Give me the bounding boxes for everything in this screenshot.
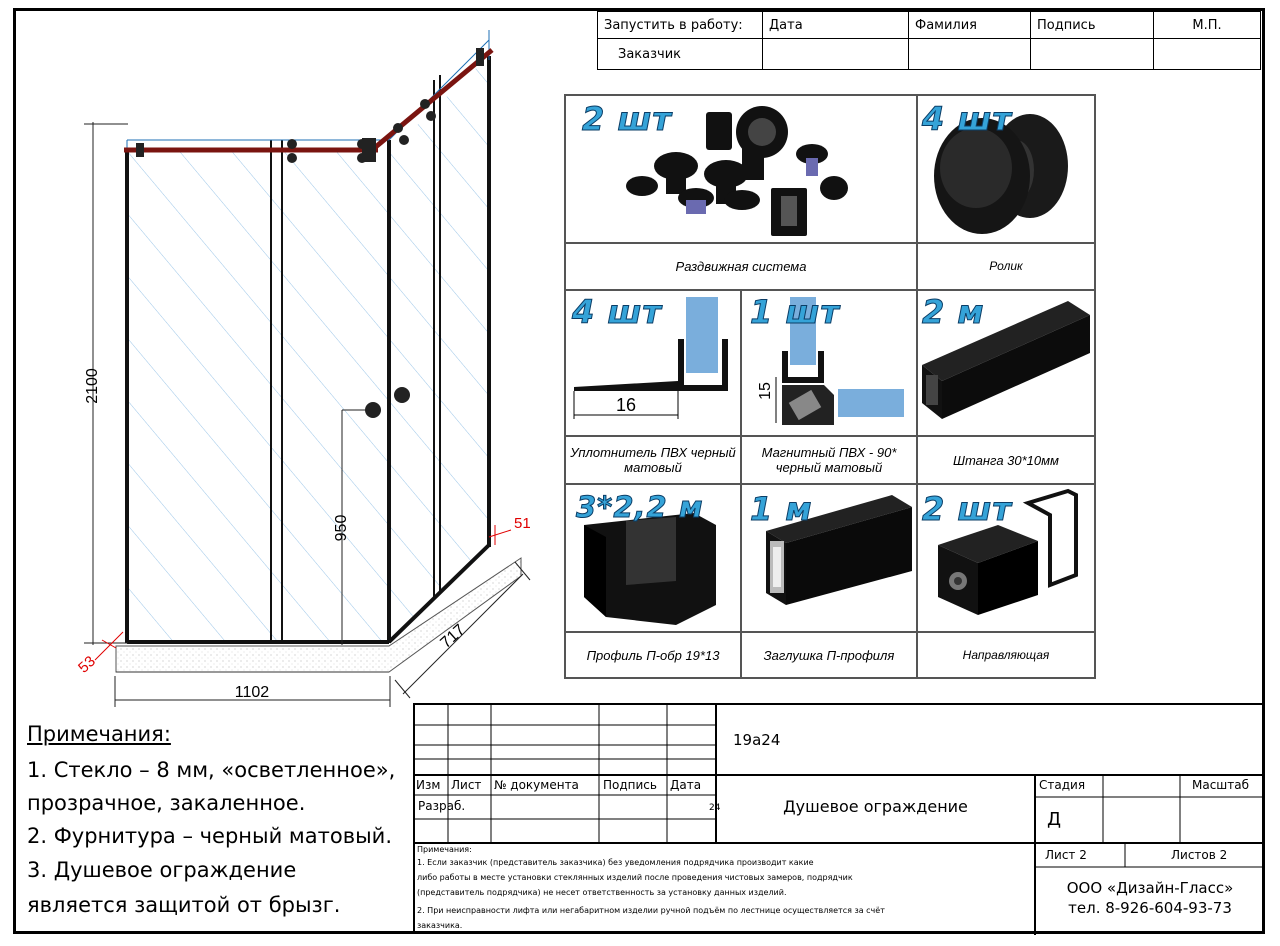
handle-height-dimension: 950 <box>333 515 350 542</box>
part-8-caption: Направляющая <box>918 633 1094 677</box>
signature-table: Запустить в работу: Дата Фамилия Подпись… <box>597 11 1261 70</box>
col-izm: Изм <box>416 778 441 792</box>
front-glass-panel <box>127 152 389 642</box>
scale-label: Масштаб <box>1192 778 1250 792</box>
customer-label: Заказчик <box>597 38 763 70</box>
part-sliding-system-image <box>566 96 916 242</box>
part-6-quantity: 3*2,2 м <box>576 490 704 525</box>
remark-line-4: 2. При неисправности лифта или негабарит… <box>417 906 885 915</box>
signature-header: Подпись <box>1030 11 1154 39</box>
remark-line-1: 1. Если заказчик (представитель заказчик… <box>417 858 814 867</box>
col-date: Дата <box>670 778 702 792</box>
title-block: 19а24 Изм Лист № документа Подпись Дата … <box>413 703 1265 935</box>
part-roller-image <box>918 96 1094 242</box>
part-1-quantity: 2 шт <box>582 100 672 139</box>
height-dimension: 2100 <box>84 368 101 404</box>
part-2-quantity: 4 шт <box>922 100 1012 139</box>
part-4-quantity: 1 шт <box>750 293 840 332</box>
part-u-profile-image <box>566 485 740 631</box>
launch-label: Запустить в работу: <box>597 11 763 39</box>
width-dimension: 1102 <box>235 684 270 701</box>
customer-date-cell <box>762 38 909 70</box>
part-bar-image <box>918 291 1094 435</box>
notes-heading: Примечания: <box>27 722 171 746</box>
front-handle <box>365 402 381 418</box>
customer-stamp-cell <box>1153 38 1261 70</box>
razrab-label: Разраб. <box>418 799 466 813</box>
drawing-sheet <box>13 8 1265 934</box>
notes-line-3: 2. Фурнитура – черный матовый. <box>27 824 392 848</box>
part-7-caption: Заглушка П-профиля <box>742 633 916 677</box>
part-3-caption: Уплотнитель ПВХ черный матовый <box>566 437 740 483</box>
shower-drawing: 2100 950 1102 717 53 51 <box>75 30 531 707</box>
stage-value: Д <box>1047 809 1062 830</box>
remark-line-5: заказчика. <box>417 921 463 930</box>
part-3-quantity: 4 шт <box>572 293 662 332</box>
drawing-title: Душевое ограждение <box>783 797 968 816</box>
part-5-caption: Штанга 30*10мм <box>918 437 1094 483</box>
part-1-caption: Раздвижная система <box>566 244 916 289</box>
part-seal-image: 16 <box>566 291 740 435</box>
stage-label: Стадия <box>1039 778 1086 792</box>
remark-line-3: (представитель подрядчика) не несет отве… <box>417 888 787 897</box>
date-header: Дата <box>762 11 909 39</box>
notes-line-1: 1. Стекло – 8 мм, «осветленное», <box>27 758 396 782</box>
part-6-caption: Профиль П-обр 19*13 <box>566 633 740 677</box>
remarks-heading: Примечания: <box>417 845 472 854</box>
surname-header: Фамилия <box>908 11 1031 39</box>
notes-line-5: является защитой от брызг. <box>27 893 341 917</box>
col-sign: Подпись <box>603 778 657 792</box>
part-5-quantity: 2 м <box>922 293 985 332</box>
company-phone: тел. 8-926-604-93-73 <box>1068 899 1232 917</box>
tray-dimension-right: 51 <box>514 515 531 532</box>
col-doc: № документа <box>494 778 579 792</box>
customer-signature-cell <box>1030 38 1154 70</box>
part-end-cap-image <box>742 485 916 631</box>
doc-code: 19а24 <box>733 731 781 749</box>
remark-line-2: либо работы в месте установки стеклянных… <box>417 873 853 882</box>
seal-dimension: 16 <box>616 395 636 415</box>
tray-dimension-left: 53 <box>75 653 99 677</box>
col-list: Лист <box>451 778 482 792</box>
stamp-header: М.П. <box>1153 11 1261 39</box>
part-7-quantity: 1 м <box>750 490 813 529</box>
notes-line-4: 3. Душевое ограждение <box>27 858 297 882</box>
sheets-label: Листов 2 <box>1171 848 1228 862</box>
part-2-caption: Ролик <box>918 244 1094 289</box>
part-4-caption: Магнитный ПВХ - 90* черный матовый <box>742 437 916 483</box>
sheet-label: Лист 2 <box>1045 848 1087 862</box>
notes-line-2: прозрачное, закаленное. <box>27 791 306 815</box>
date-mark: 24 <box>709 803 721 813</box>
company-name: ООО «Дизайн-Гласс» <box>1066 879 1234 897</box>
part-8-quantity: 2 шт <box>922 490 1012 529</box>
magnetic-seal-dimension: 15 <box>757 382 774 400</box>
side-rail <box>370 48 494 152</box>
part-magnetic-seal-image: 15 <box>742 291 916 435</box>
customer-surname-cell <box>908 38 1031 70</box>
side-handle <box>394 387 410 403</box>
part-guide-image <box>918 485 1094 631</box>
